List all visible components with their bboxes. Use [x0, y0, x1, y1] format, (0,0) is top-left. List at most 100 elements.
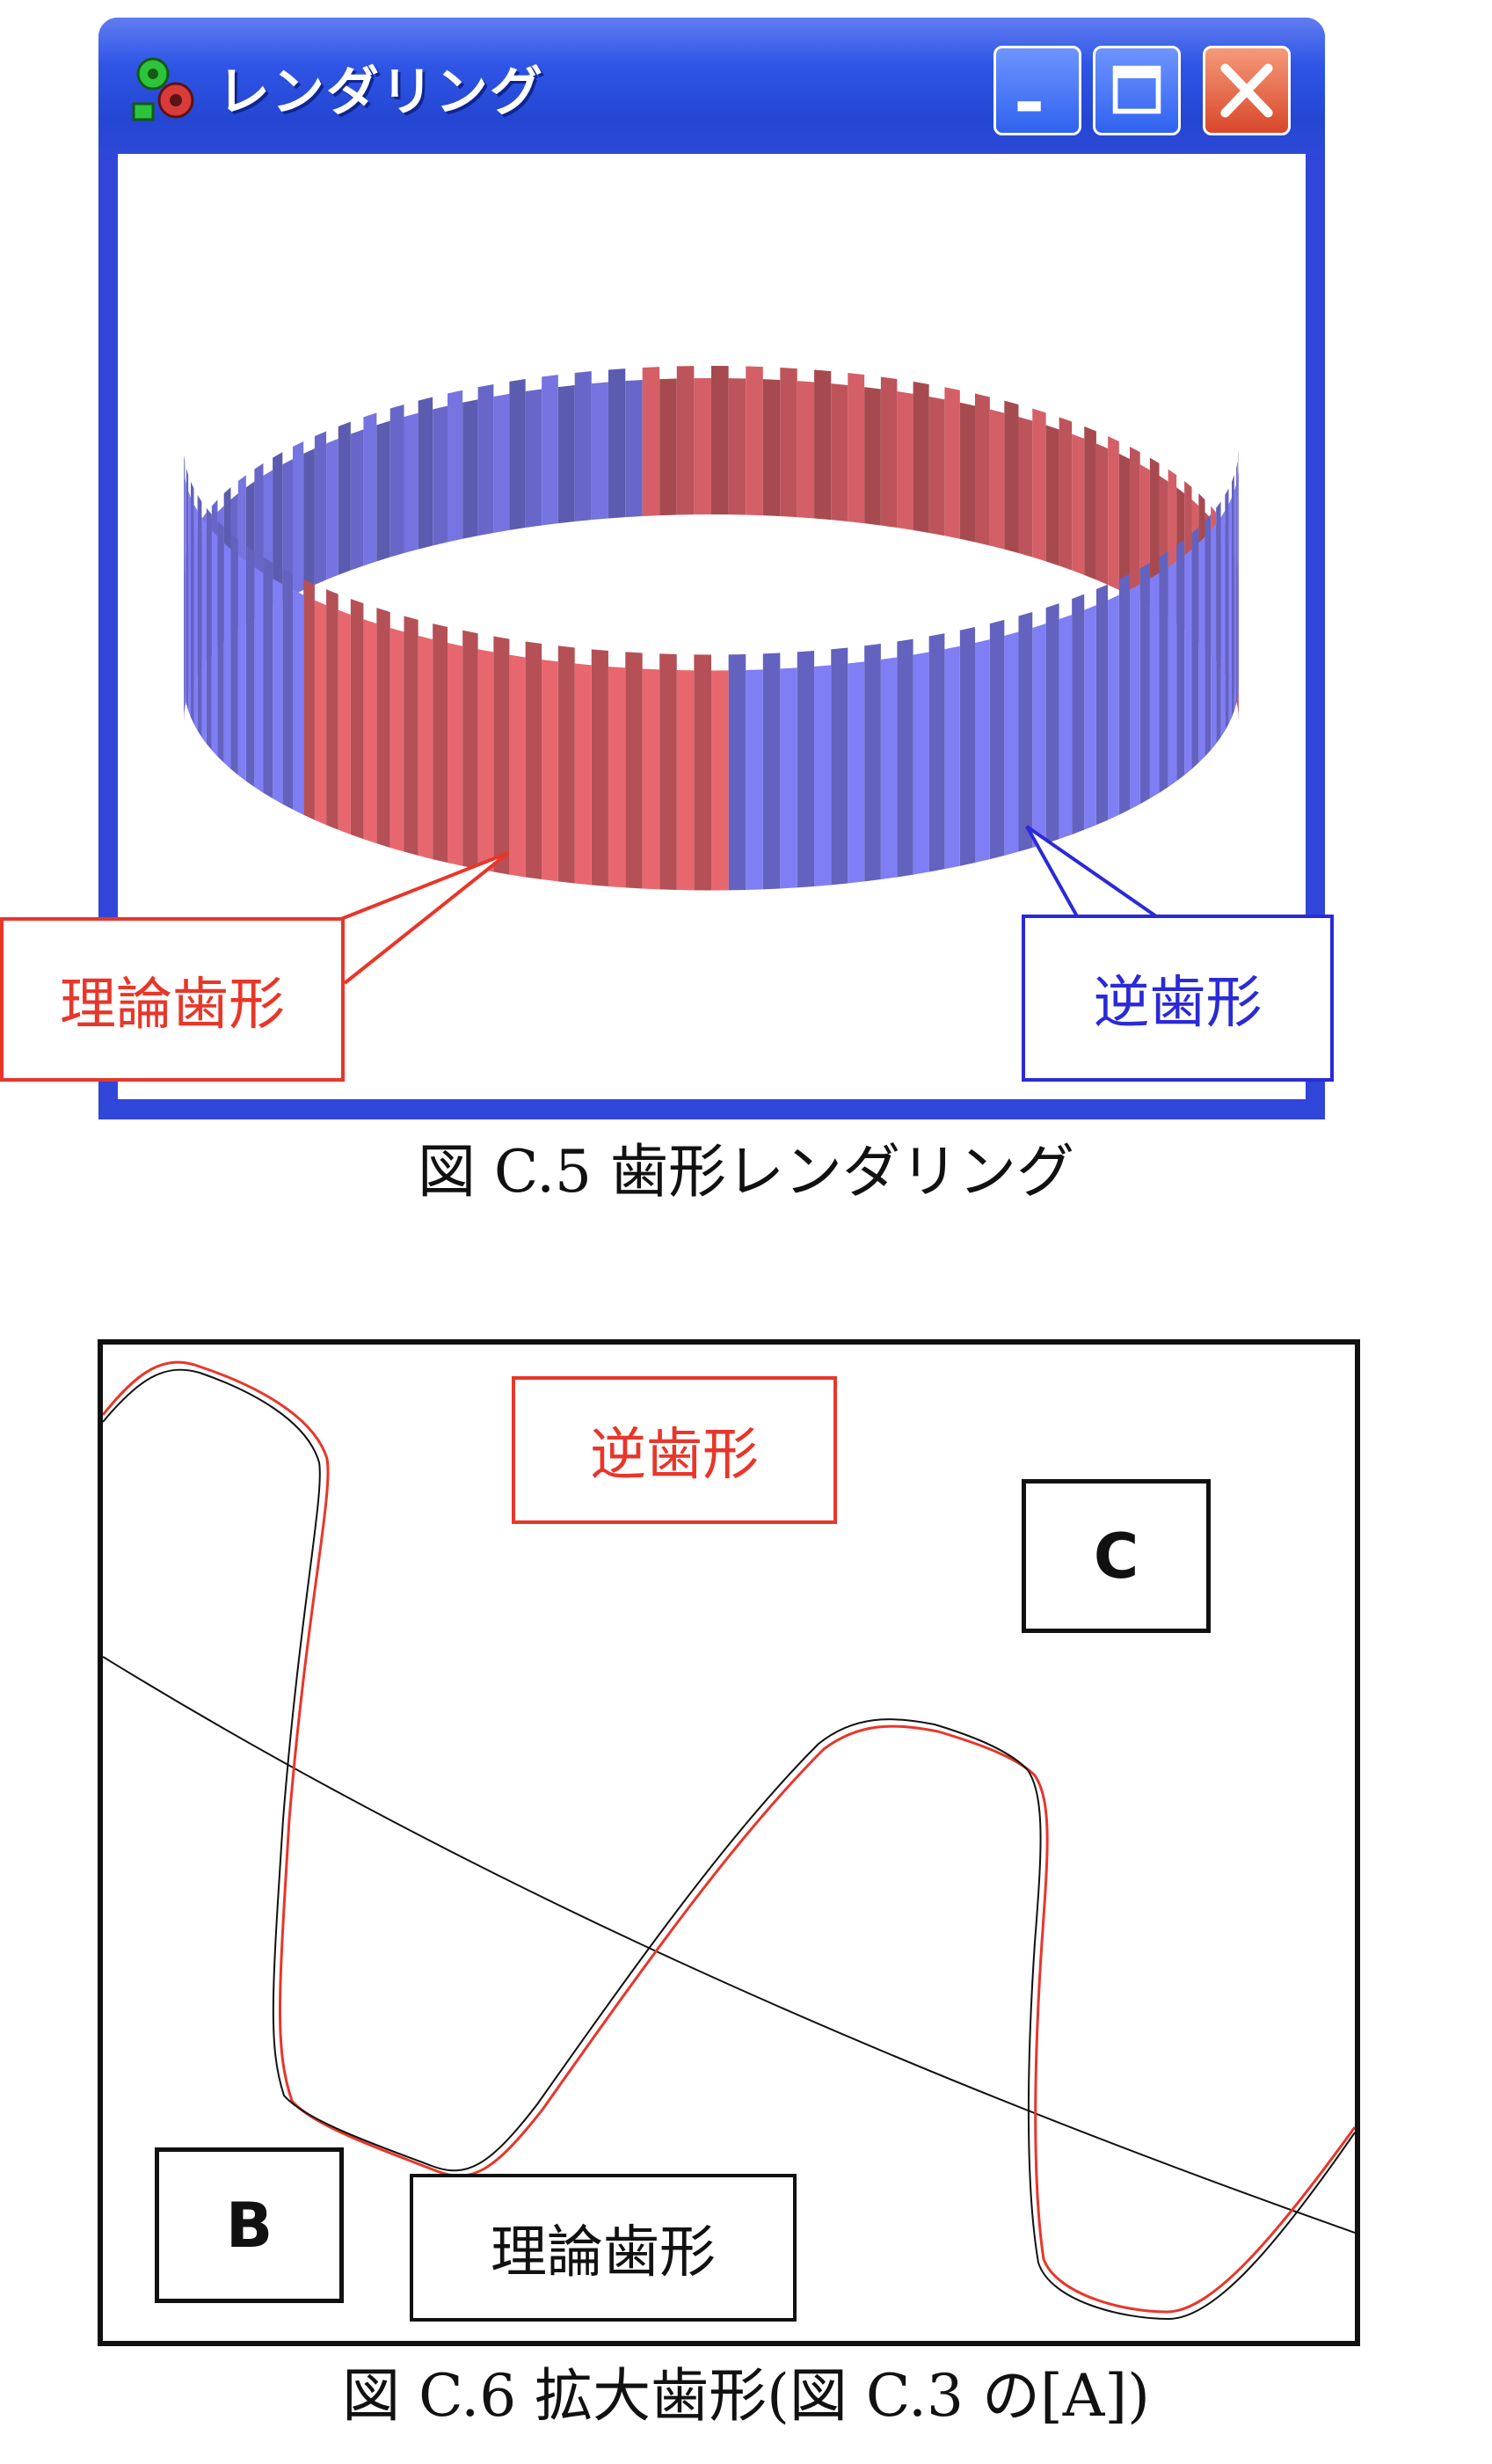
- ring-back-tooth: [864, 387, 881, 526]
- pitch-circle-arc: [103, 1656, 1355, 2234]
- ring-front-tooth: [273, 579, 283, 805]
- ring-front-tooth: [1118, 573, 1131, 815]
- ring-front-tooth: [975, 639, 990, 864]
- ring-back-tooth: [1118, 453, 1131, 595]
- ring-back-tooth: [1130, 446, 1140, 601]
- ring-back-tooth: [1059, 417, 1073, 571]
- ring-back-tooth: [944, 387, 960, 539]
- ring-front-tooth: [389, 627, 404, 852]
- ring-front-tooth: [509, 654, 526, 878]
- ring-back-tooth: [989, 409, 1005, 550]
- ring-front-tooth: [292, 589, 304, 815]
- minimize-button[interactable]: [993, 46, 1081, 135]
- ring-front-tooth: [625, 652, 643, 889]
- ring-front-tooth: [591, 649, 608, 886]
- ring-back-tooth: [913, 381, 929, 533]
- ring-front-tooth: [1159, 551, 1168, 793]
- ring-back-tooth: [694, 378, 711, 515]
- gear-pair-icon: [132, 57, 194, 121]
- ring-front-tooth: [728, 653, 746, 891]
- ring-back-tooth: [1095, 443, 1109, 586]
- ring-front-tooth: [848, 661, 865, 884]
- ring-front-tooth: [230, 533, 238, 776]
- figure-caption-c6: 図 C.6 拡大歯形(図 C.3 の[A]): [342, 2362, 1150, 2430]
- ring-front-tooth: [1211, 523, 1217, 751]
- ring-back-tooth: [711, 366, 729, 515]
- ring-front-tooth: [1095, 584, 1109, 826]
- gear-ring-rendering: [184, 366, 1239, 891]
- ring-front-tooth: [913, 652, 929, 875]
- ring-front-tooth: [363, 619, 377, 844]
- ring-back-tooth: [1084, 426, 1096, 580]
- ring-back-tooth: [363, 412, 377, 566]
- ring-back-tooth: [314, 431, 327, 586]
- ring-front-tooth: [780, 667, 797, 889]
- ring-back-tooth: [574, 371, 592, 522]
- ring-front-tooth: [191, 481, 194, 725]
- ring-front-tooth: [433, 623, 448, 864]
- ring-front-tooth: [206, 507, 212, 751]
- ring-front-tooth: [1108, 594, 1119, 820]
- ring-front-tooth: [245, 545, 255, 787]
- ring-front-tooth: [1236, 461, 1238, 704]
- ring-back-tooth: [959, 402, 975, 543]
- ring-back-tooth: [433, 405, 448, 546]
- inverse-tooth-curve: [103, 1360, 1355, 2314]
- ring-back-tooth: [928, 396, 945, 536]
- ring-front-tooth: [185, 477, 186, 704]
- ring-front-tooth: [462, 630, 478, 870]
- callout-theoretical-profile-2: 理論歯形: [410, 2174, 797, 2322]
- ring-front-tooth: [608, 666, 626, 888]
- ring-front-tooth: [1059, 615, 1073, 840]
- callout-label-c: C: [1022, 1479, 1211, 1633]
- ring-front-tooth: [448, 643, 463, 866]
- ring-front-tooth: [762, 652, 781, 890]
- ring-back-tooth: [418, 397, 433, 550]
- ring-back-tooth: [642, 367, 660, 517]
- ring-back-tooth: [292, 441, 304, 595]
- ring-back-tooth: [591, 382, 608, 521]
- ring-front-tooth: [282, 568, 293, 810]
- ring-front-tooth: [989, 619, 1005, 860]
- ring-front-tooth: [1084, 605, 1096, 830]
- ring-front-tooth: [928, 633, 945, 872]
- ring-front-tooth: [303, 579, 315, 820]
- ring-back-tooth: [1149, 457, 1160, 612]
- ring-front-tooth: [797, 650, 815, 888]
- ring-front-tooth: [1018, 611, 1033, 852]
- maximize-button[interactable]: [1093, 46, 1181, 135]
- ring-front-tooth: [746, 669, 763, 890]
- ring-front-tooth: [1045, 603, 1059, 844]
- minimize-icon: [1017, 101, 1041, 112]
- ring-front-tooth: [197, 494, 202, 738]
- ring-front-tooth: [525, 641, 542, 880]
- ring-front-tooth: [418, 635, 433, 860]
- ring-back-tooth: [880, 376, 898, 529]
- ring-front-tooth: [1139, 563, 1150, 805]
- ring-front-tooth: [897, 638, 913, 878]
- ring-front-tooth: [223, 543, 231, 769]
- ring-front-tooth: [1072, 594, 1085, 835]
- ring-front-tooth: [184, 455, 186, 697]
- ring-front-tooth: [404, 616, 418, 856]
- ring-front-tooth: [254, 567, 264, 793]
- ring-back-tooth: [1032, 408, 1046, 562]
- ring-front-tooth: [676, 669, 695, 891]
- theoretical-tooth-curve: [103, 1368, 1355, 2321]
- ring-back-tooth: [326, 438, 338, 580]
- ring-front-tooth: [831, 647, 848, 886]
- ring-back-tooth: [350, 429, 364, 571]
- ring-back-tooth: [746, 366, 763, 516]
- render-viewport[interactable]: [118, 154, 1306, 1099]
- ring-back-tooth: [1108, 436, 1119, 590]
- title-bar[interactable]: レンダリング: [98, 18, 1325, 154]
- ring-front-tooth: [711, 670, 729, 891]
- ring-back-tooth: [848, 373, 865, 524]
- ring-front-tooth: [557, 645, 575, 884]
- ring-back-tooth: [676, 366, 695, 515]
- figure-caption-c5: 図 C.5 歯形レンダリング: [417, 1138, 1075, 1206]
- ring-front-tooth: [326, 589, 338, 830]
- maximize-icon: [1112, 65, 1161, 114]
- close-button[interactable]: [1203, 46, 1291, 135]
- ring-back-tooth: [477, 383, 494, 536]
